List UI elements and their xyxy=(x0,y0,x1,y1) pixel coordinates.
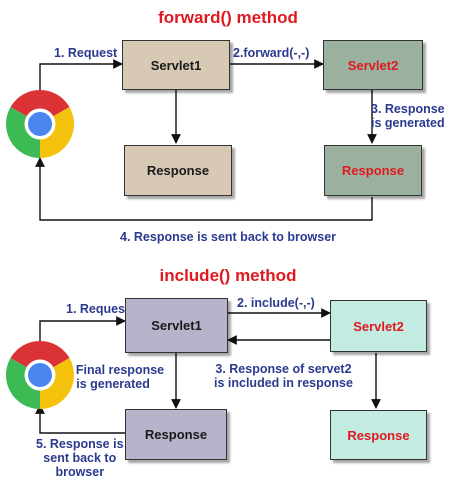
include-step5-label: 5. Response is sent back to browser xyxy=(36,437,124,479)
forward-response-box-left: Response xyxy=(124,145,232,196)
include-servlet1-box: Servlet1 xyxy=(125,298,228,353)
forward-step4-label: 4. Response is sent back to browser xyxy=(120,230,337,244)
include-final-arrow xyxy=(35,404,125,434)
forward-title: forward() method xyxy=(158,8,298,27)
forward-step3-label: 3. Response is generated xyxy=(371,102,445,130)
chrome-browser-icon xyxy=(6,341,74,409)
forward-step3-line1: 3. Response xyxy=(371,102,445,116)
include-servlet2-box: Servlet2 xyxy=(330,300,427,352)
forward-step2-label: 2.forward(-,-) xyxy=(233,46,310,60)
include-step5-line1: 5. Response is xyxy=(36,437,124,451)
include-step3-label: 3. Response of servet2 is included in re… xyxy=(214,362,353,390)
include-step2-label: 2. include(-,-) xyxy=(237,296,315,310)
include-request-arrow xyxy=(39,316,126,343)
include-step5-line3: browser xyxy=(55,465,105,479)
forward-response-box-right: Response xyxy=(324,145,422,196)
chrome-browser-icon xyxy=(6,90,74,158)
include-step3-line2: is included in response xyxy=(214,376,353,390)
forward-servlet2-box: Servlet2 xyxy=(323,40,423,90)
forward-return-arrow xyxy=(35,157,373,221)
forward-step3-line2: is generated xyxy=(371,116,445,130)
include-step3-line1: 3. Response of servet2 xyxy=(215,362,352,376)
include-response-box-left: Response xyxy=(125,409,227,460)
forward-request-arrow xyxy=(39,59,123,95)
include-title: include() method xyxy=(159,266,297,285)
include-step5-line2: sent back to xyxy=(43,451,117,465)
include-step4-label: 4. Final response is generated xyxy=(62,363,164,391)
include-step1-label: 1. Request xyxy=(66,302,130,316)
include-step4-line1: 4. Final response xyxy=(62,363,165,377)
forward-step1-label: 1. Request xyxy=(54,46,118,60)
include-step4-line2: is generated xyxy=(76,377,150,391)
include-response-box-right: Response xyxy=(330,410,427,460)
forward-servlet1-box: Servlet1 xyxy=(122,40,230,90)
